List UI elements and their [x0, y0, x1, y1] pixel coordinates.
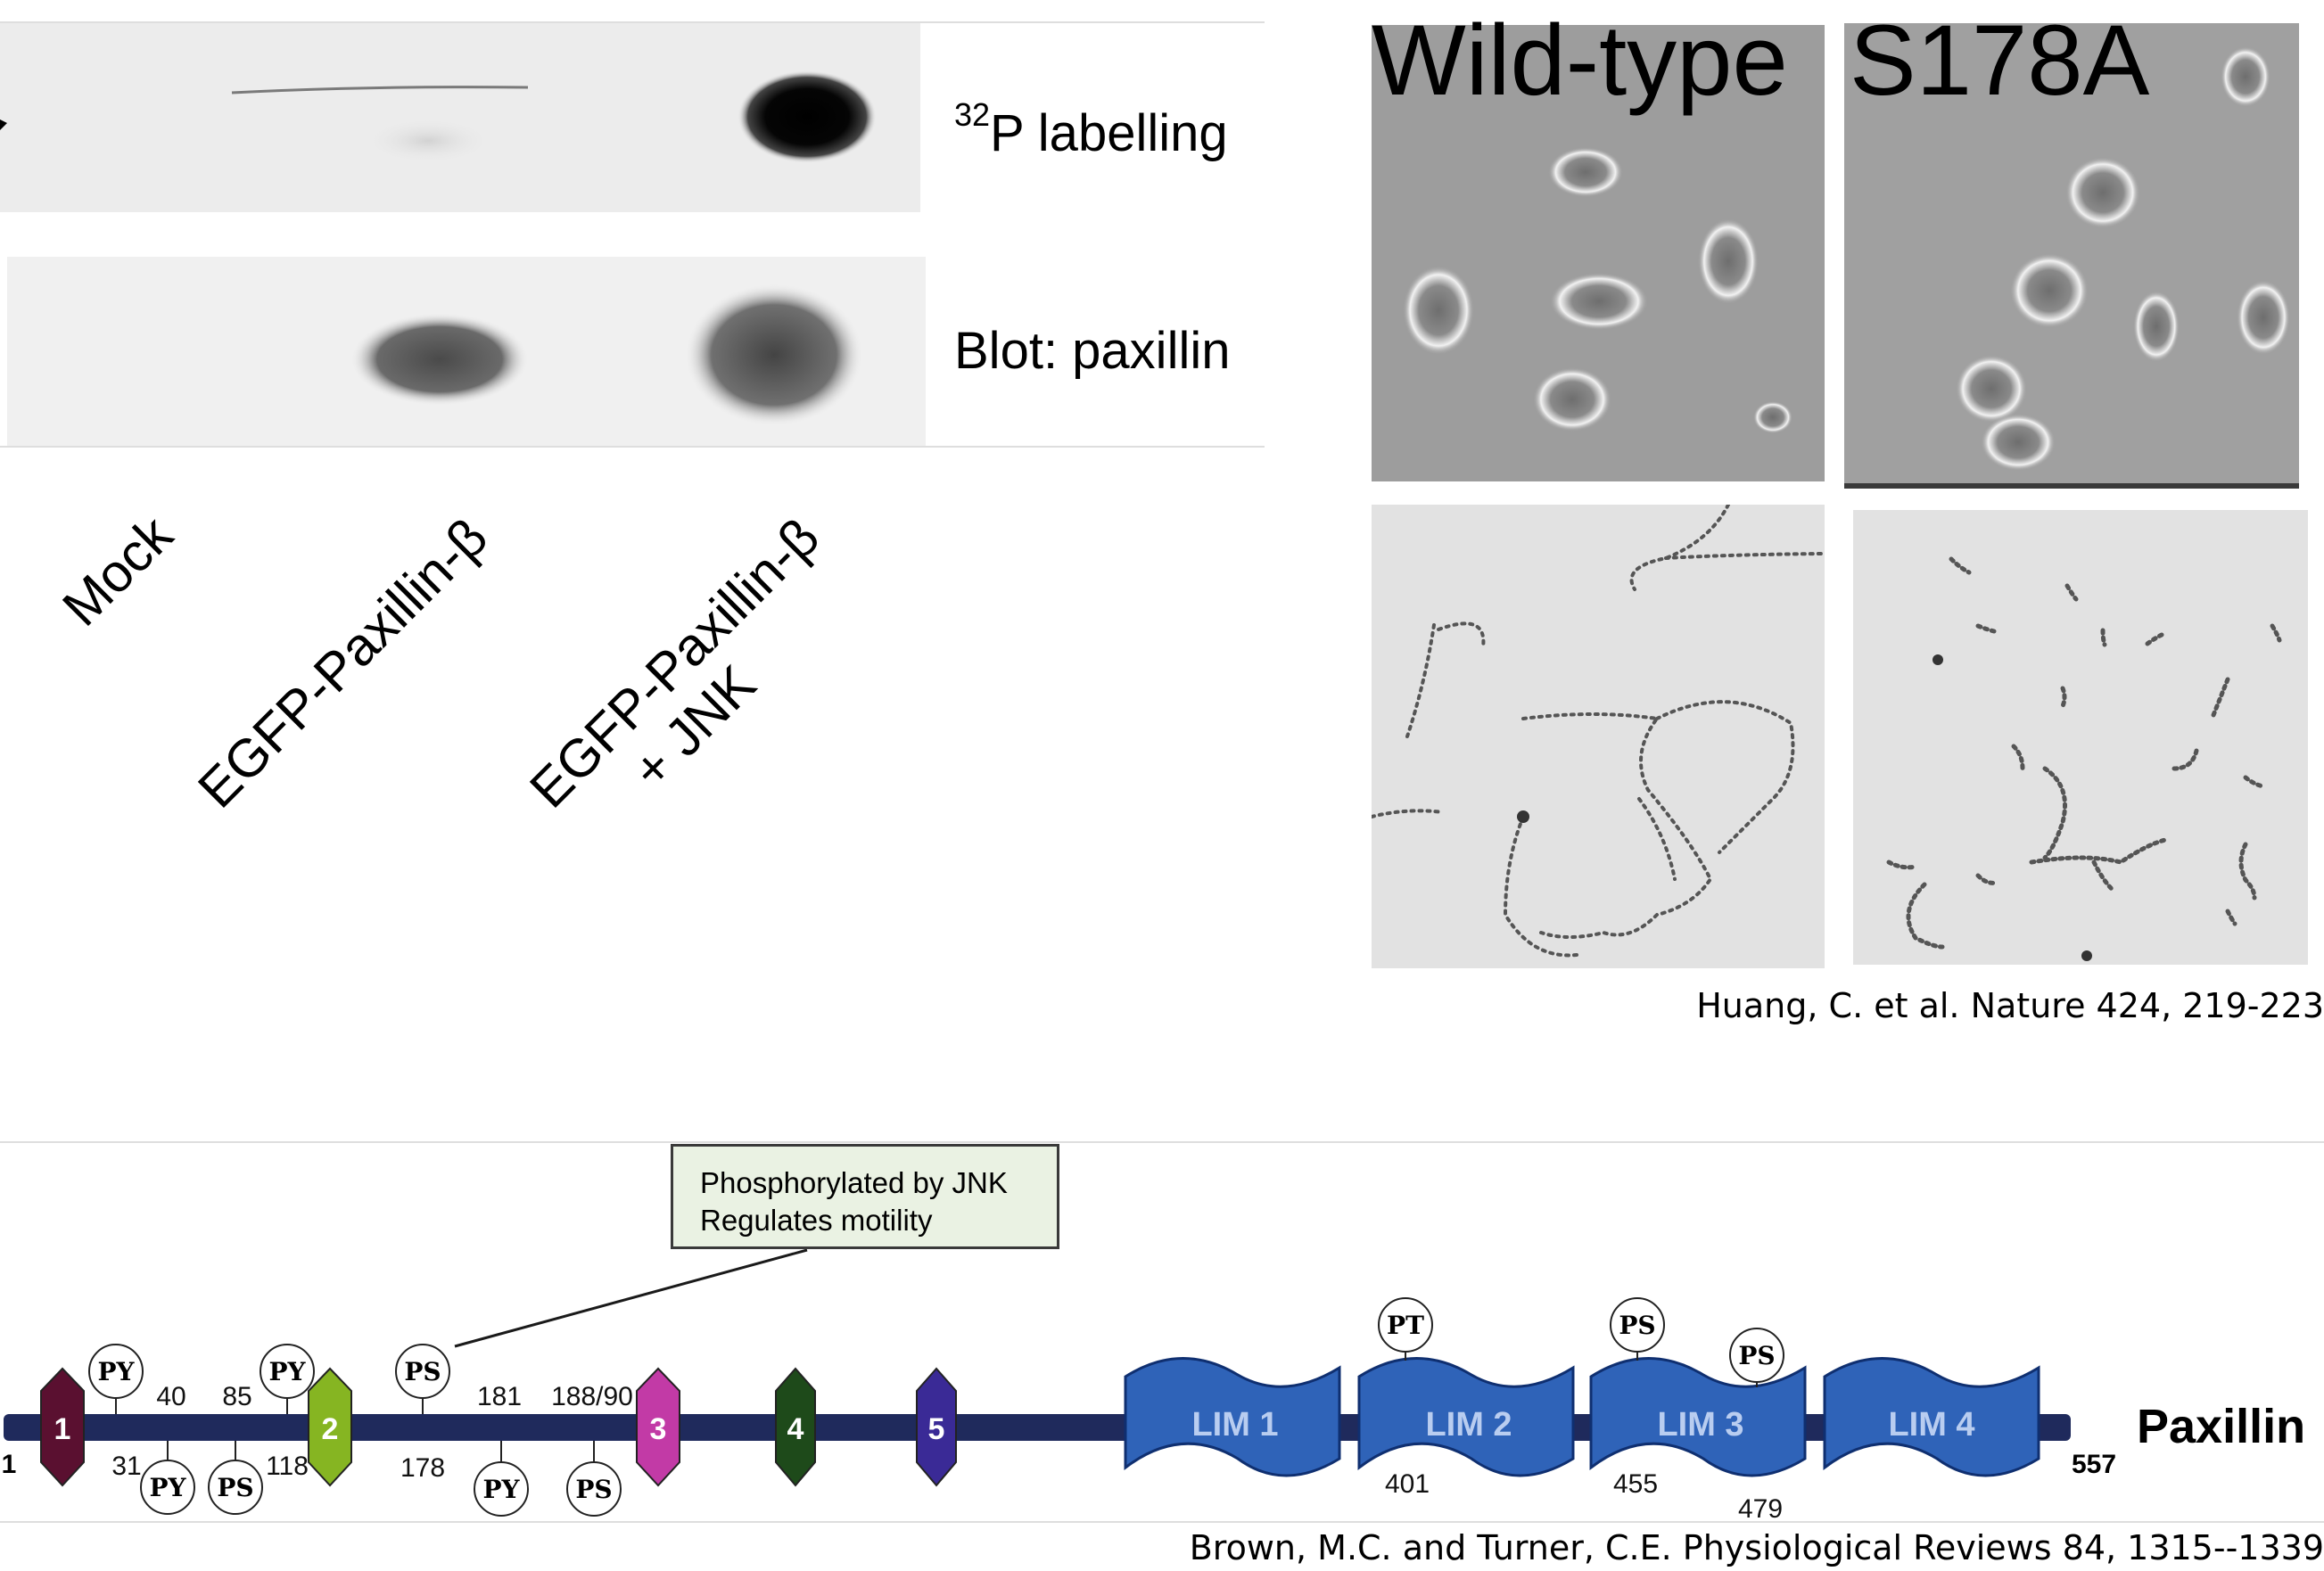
protein-name: Paxillin: [2137, 1400, 2305, 1453]
cell-migration-tracks-wildtype: [1372, 505, 1825, 968]
lim-domain-2: LIM 2: [1357, 1357, 1575, 1477]
ld-motif-5: 5: [916, 1367, 957, 1487]
labelling-text: P labelling: [990, 104, 1228, 162]
label-blot-paxillin: Blot: paxillin: [954, 322, 1231, 380]
western-blot-image: [7, 257, 926, 446]
lim-domain-1: LIM 1: [1124, 1357, 1341, 1477]
site-label: PS: [217, 1473, 253, 1502]
lim-domain-label: LIM 2: [1425, 1406, 1512, 1444]
site-label: PS: [404, 1357, 441, 1386]
site-label: PY: [268, 1357, 306, 1386]
title-wildtype: Wild-type: [1372, 4, 1788, 116]
phospho-site-bottom-py-31: PY: [140, 1441, 195, 1515]
callout-line-1: Phosphorylated by JNK: [700, 1166, 1008, 1199]
lim-domain-label: LIM 1: [1191, 1406, 1278, 1444]
site-label: PS: [1619, 1311, 1655, 1340]
phospho-site-top-ps-lim3b: PS: [1729, 1328, 1784, 1387]
western-blot-strip: [7, 257, 926, 446]
phospho-site-top-pt: PT: [1378, 1297, 1433, 1361]
phospho-site-bottom-ps-118: PS: [208, 1441, 263, 1515]
phase-contrast-image-s178a: [1844, 23, 2299, 489]
phospho-site-top-py-85: PY: [260, 1344, 315, 1414]
ld-motif-label: 5: [928, 1412, 945, 1446]
micrograph-s178a-cells: [1844, 23, 2299, 489]
paxillin-domain-diagram: LIM 1 LIM 2 LIM 3 LIM 4 1 2 3 4 5 PY: [2, 1248, 2305, 1521]
lim-domain-label: LIM 4: [1888, 1406, 1974, 1444]
callout-box: Phosphorylated by JNK Regulates motility: [671, 1144, 1059, 1249]
site-label: PY: [149, 1473, 186, 1502]
residue-number: 401: [1385, 1469, 1430, 1499]
end-residue: 557: [2072, 1450, 2116, 1479]
residue-number: 85: [222, 1382, 251, 1411]
residue-number: 188/90: [551, 1382, 633, 1411]
residue-number: 178: [400, 1453, 445, 1483]
phospho-site-bottom-ps: PS: [566, 1441, 622, 1517]
phospho-site-bottom-py-178: PY: [474, 1441, 529, 1517]
citation-brown-turner: Brown, M.C. and Turner, C.E. Physiologic…: [1189, 1528, 2324, 1567]
site-label: PS: [1738, 1341, 1775, 1370]
ld-motif-3: 3: [636, 1367, 680, 1487]
site-label: PT: [1387, 1311, 1424, 1340]
phospho-site-top-py-40: PY: [88, 1344, 144, 1414]
site-label: PS: [575, 1475, 612, 1504]
ld-motif-label: 1: [54, 1412, 71, 1446]
site-label: PY: [97, 1357, 135, 1386]
lim-domain-4: LIM 4: [1823, 1357, 2040, 1477]
ld-motif-1: 1: [40, 1367, 85, 1487]
cell-track-plot-wildtype: [1372, 505, 1825, 968]
citation-huang: Huang, C. et al. Nature 424, 219-223: [1696, 986, 2324, 1025]
title-s178a: S178A: [1850, 4, 2150, 116]
phospho-site-top-ps-lim3a: PS: [1610, 1297, 1665, 1361]
ld-motif-2: 2: [308, 1367, 352, 1487]
ld-motif-label: 3: [650, 1412, 667, 1446]
ld-motif-label: 2: [322, 1412, 339, 1446]
lane-label-mock: Mock: [51, 504, 185, 637]
cell-migration-tracks-s178a: [1853, 510, 2308, 965]
residue-number: 31: [111, 1452, 141, 1481]
phase-contrast-image-wildtype: [1372, 25, 1825, 481]
isotope-superscript: 32: [954, 96, 991, 133]
blot-bottom-rule: [0, 446, 1265, 448]
lim-domain-3: LIM 3: [1589, 1357, 1807, 1477]
lane-label-line: EGFP-Paxillin-β: [186, 506, 499, 819]
start-residue: 1: [2, 1450, 17, 1479]
cell-track-plot-s178a: [1853, 510, 2308, 965]
ld-motif-4: 4: [775, 1367, 816, 1487]
phospho-site-top-ps-178: PS: [395, 1344, 450, 1414]
lane-label-egfp-paxillin: EGFP-Paxillin-β: [186, 506, 499, 819]
lane-label-egfp-paxillin-jnk: EGFP-Paxillin-β + JNK: [518, 507, 872, 860]
diagram-bottom-rule: [0, 1521, 2324, 1523]
autoradiograph-strip: [0, 23, 920, 212]
lim-domain-label: LIM 3: [1657, 1406, 1743, 1444]
site-label: PY: [482, 1475, 520, 1504]
lane-label-line: Mock: [51, 504, 185, 637]
micrograph-wildtype-cells: [1372, 25, 1825, 481]
residue-number: 181: [477, 1382, 522, 1411]
residue-number: 479: [1738, 1494, 1783, 1521]
callout-line-2: Regulates motility: [700, 1204, 933, 1237]
label-32p-labelling: 32P labelling: [954, 96, 1228, 163]
residue-number: 40: [156, 1382, 185, 1411]
blot-top-rule: [0, 21, 1265, 23]
ld-motif-label: 4: [787, 1412, 804, 1446]
callout-connector-line: [454, 1248, 808, 1348]
diagram-top-rule: [0, 1141, 2324, 1143]
residue-number: 455: [1613, 1469, 1658, 1499]
autoradiograph-image: [0, 23, 920, 212]
residue-number: 118: [266, 1452, 309, 1481]
